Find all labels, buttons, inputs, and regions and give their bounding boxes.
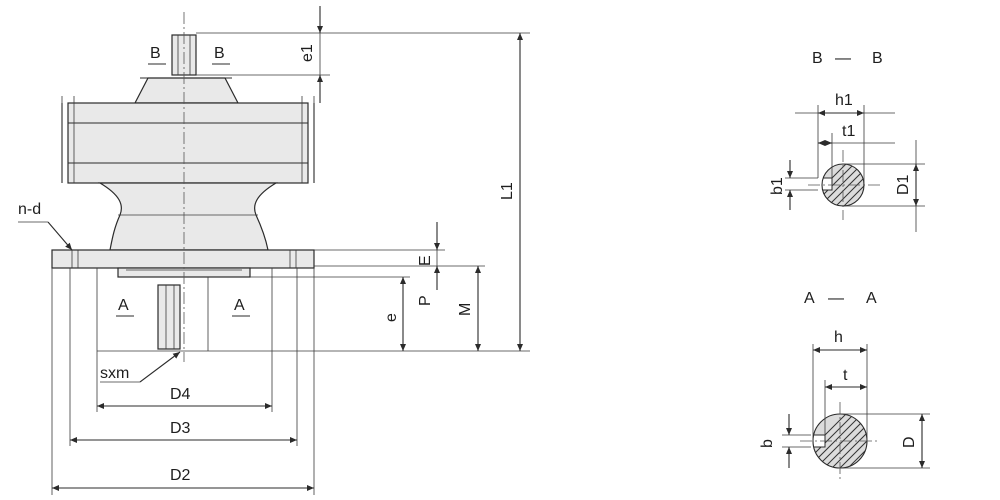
label-p: P <box>417 295 434 306</box>
label-d: D <box>901 436 918 448</box>
label-t1: t1 <box>842 123 855 140</box>
label-e-cap: E <box>417 255 434 266</box>
lower-shaft <box>157 284 181 350</box>
section-bb-title-right: B <box>872 50 883 67</box>
label-d3: D3 <box>170 420 191 437</box>
label-section-a-right: A <box>234 297 245 314</box>
section-aa-hatch <box>813 414 867 468</box>
label-t: t <box>843 367 848 384</box>
front-view: n-d B B e1 L1 E P e M A A sxm D4 D3 D2 <box>18 6 530 495</box>
label-sxm: sxm <box>100 365 129 382</box>
label-m: M <box>457 303 474 316</box>
label-n-d: n-d <box>18 201 41 218</box>
housing-neck <box>97 182 279 251</box>
section-aa-dash: — <box>828 290 844 307</box>
label-e1: e1 <box>299 44 316 62</box>
label-e: e <box>383 313 400 322</box>
gear-housing <box>67 102 309 184</box>
label-d2: D2 <box>170 467 191 484</box>
label-h1: h1 <box>835 92 853 109</box>
section-aa-title-left: A <box>804 290 815 307</box>
label-l1: L1 <box>499 182 516 200</box>
label-d1: D1 <box>895 174 912 195</box>
label-b: b <box>759 439 776 448</box>
label-section-b-left: B <box>150 45 161 62</box>
section-bb-title-left: B <box>812 50 823 67</box>
section-aa-title-right: A <box>866 290 877 307</box>
section-b-b: B — B <box>769 50 925 232</box>
section-bb-dash: — <box>835 50 851 67</box>
section-a-a: A — A <box>759 290 930 480</box>
label-section-a-left: A <box>118 297 129 314</box>
top-cap <box>134 77 239 104</box>
label-d4: D4 <box>170 386 191 403</box>
label-b1: b1 <box>769 177 786 195</box>
label-h: h <box>834 329 843 346</box>
base-flange <box>51 249 315 269</box>
label-section-b-right: B <box>214 45 225 62</box>
